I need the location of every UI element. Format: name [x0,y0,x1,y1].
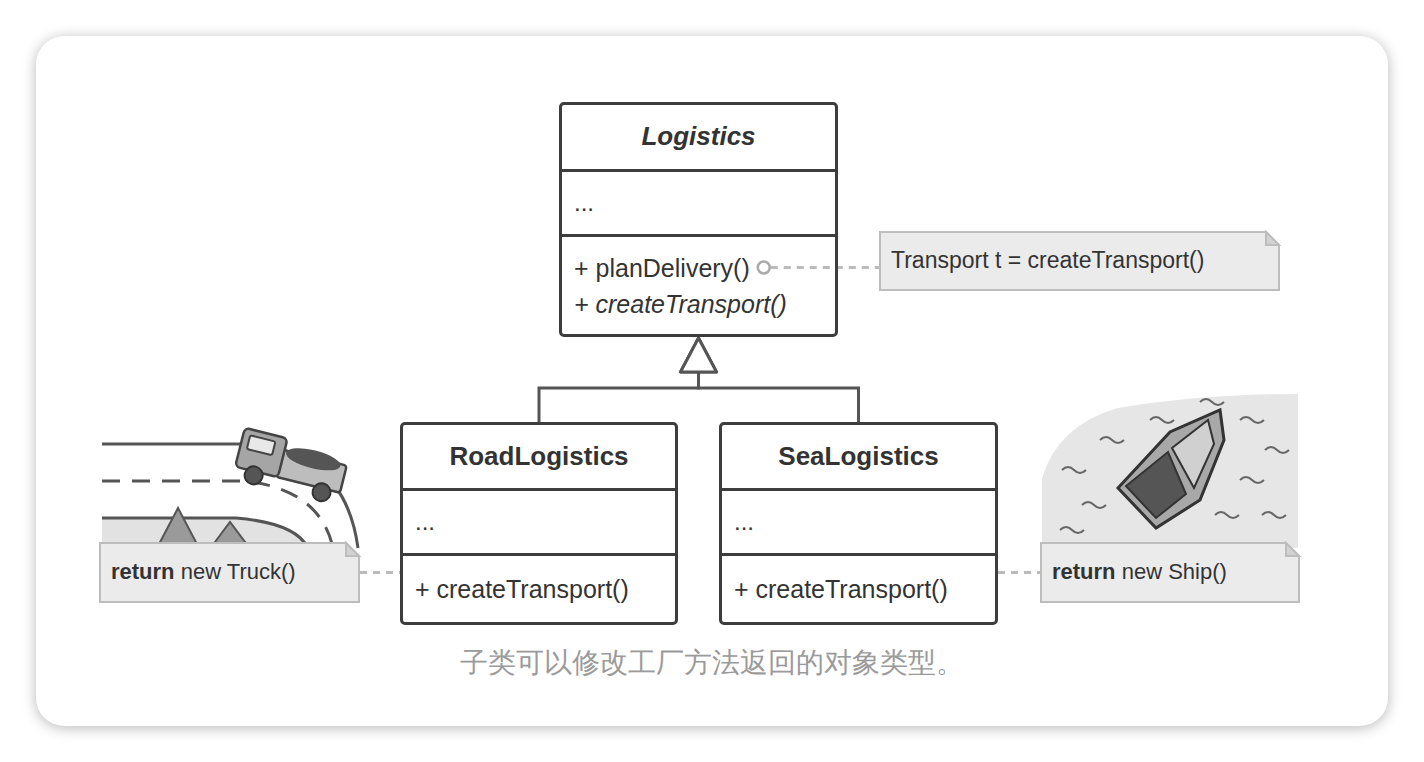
connector [360,572,400,573]
connector [758,262,879,274]
class-name-compartment: RoadLogistics [403,425,675,488]
method-compartment: + createTransport() [722,553,995,622]
class-box: Logistics... + planDelivery() + createTran… [559,102,838,337]
dashed-connector-line [771,266,879,269]
caption: 子类可以修改工厂方法返回的对象类型。 [0,644,1424,682]
note-text: return [111,559,175,585]
inheritance-arrowhead [681,338,717,372]
note-text: new Truck() [181,559,296,585]
method-compartment: + planDelivery() + createTransport() [562,234,835,334]
inheritance-line [539,372,699,422]
road-illustration [102,428,358,548]
note-text: return [1052,559,1116,585]
dashed-connector-line [360,571,400,574]
inheritance-arrowhead [681,338,717,372]
note-text: Transport t = createTransport() [891,247,1204,275]
method-name: + createTransport() [734,574,948,604]
note-box: returnnew Ship() [1040,542,1300,603]
note-text-line: returnnew Truck() [111,542,296,603]
method-name: + createTransport() [574,289,787,319]
note-text-line: Transport t = createTransport() [891,231,1204,291]
sea-illustration [1042,394,1298,548]
note-box: Transport t = createTransport() [879,231,1280,291]
class-name: SeaLogistics [778,441,938,472]
connector [681,338,859,422]
note-text: new Ship() [1122,559,1227,585]
attribute-compartment: ... [722,488,995,553]
class-name: Logistics [641,121,755,152]
attribute-compartment: ... [562,169,835,234]
connector [539,338,717,422]
connector-dot [758,262,770,274]
class-name: RoadLogistics [449,441,628,472]
dashed-connector-line [998,571,1040,574]
class-box: RoadLogistics... + createTransport() [400,422,678,625]
class-name-compartment: Logistics [562,105,835,169]
method-name: + planDelivery() [574,253,750,283]
attribute-list: ... [734,508,754,537]
inheritance-line [699,372,859,422]
class-box: SeaLogistics... + createTransport() [719,422,998,625]
attribute-list: ... [574,189,594,218]
method-compartment: + createTransport() [403,553,675,622]
attribute-list: ... [415,508,435,537]
class-name-compartment: SeaLogistics [722,425,995,488]
method-name: + createTransport() [415,574,629,604]
attribute-compartment: ... [403,488,675,553]
note-box: returnnew Truck() [99,542,360,603]
note-text-line: returnnew Ship() [1052,542,1227,603]
connector [998,572,1040,573]
